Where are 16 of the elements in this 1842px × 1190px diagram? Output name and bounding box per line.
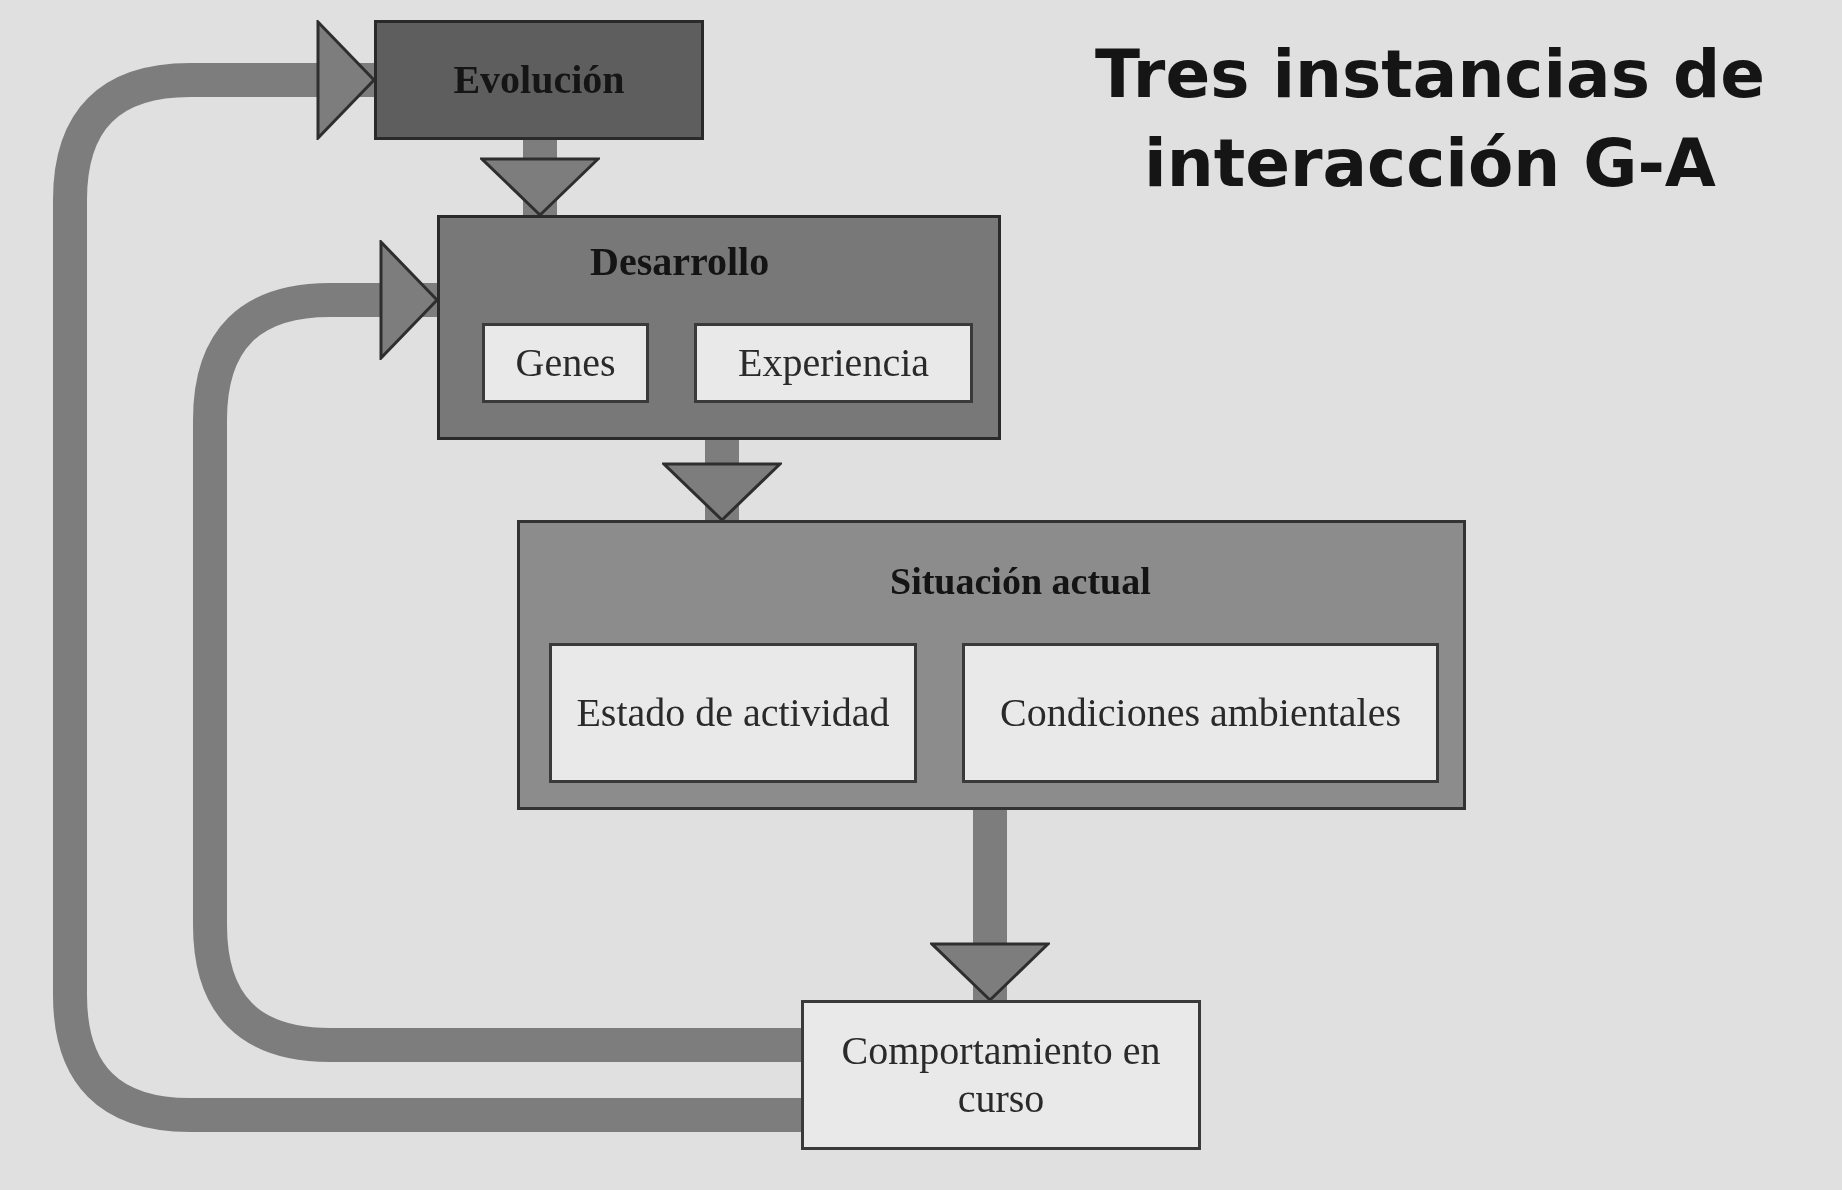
text-box: Experiencia	[694, 323, 973, 403]
block-arrow	[53, 20, 801, 1132]
box-heading: Desarrollo	[590, 238, 770, 286]
text-box: Evolución	[374, 20, 704, 140]
text-box: Comportamiento en curso	[801, 1000, 1201, 1150]
container-box	[517, 520, 1466, 810]
block-arrow	[193, 240, 801, 1062]
text-box: Genes	[482, 323, 649, 403]
block-arrow	[930, 810, 1050, 1002]
container-box	[437, 215, 1001, 440]
box-heading: Situación actual	[890, 559, 1151, 604]
block-arrow	[480, 140, 600, 217]
text-box: Condiciones ambientales	[962, 643, 1439, 783]
text-box: Estado de actividad	[549, 643, 917, 783]
title: Tres instancias de interacción G-A	[1094, 35, 1766, 205]
block-arrow	[662, 440, 782, 522]
